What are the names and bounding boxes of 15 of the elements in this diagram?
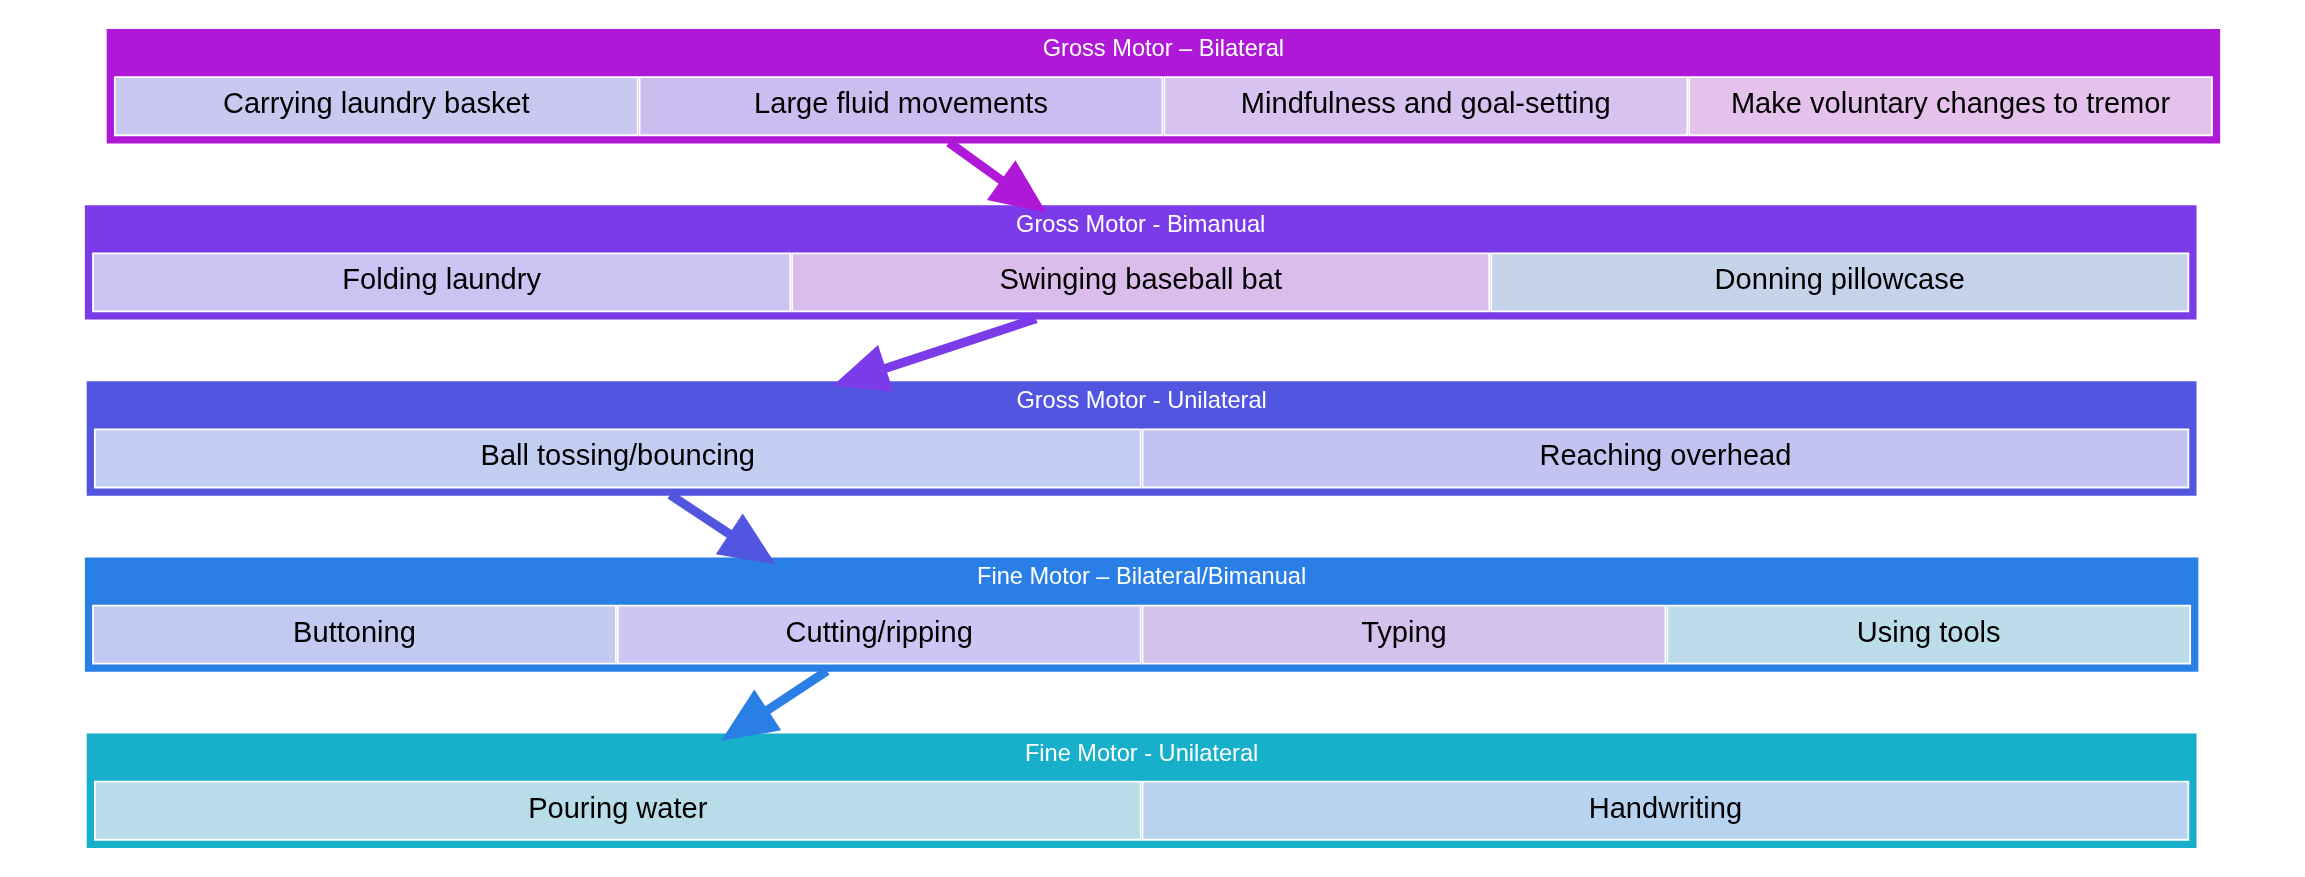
node-box: Typing [1141, 604, 1667, 665]
node-box: Handwriting [1141, 780, 2190, 841]
node-box: Buttoning [92, 604, 617, 665]
node-box: Large fluid movements [638, 76, 1164, 137]
node-box: Cutting/ripping [616, 604, 1142, 665]
node-box: Make voluntary changes to tremor [1688, 76, 2213, 137]
node-box: Swinging baseball bat [791, 252, 1491, 313]
node-box: Using tools [1666, 604, 2192, 665]
node-box: Ball tossing/bouncing [93, 428, 1142, 489]
node-box: Pouring water [93, 780, 1142, 841]
node-box: Reaching overhead [1141, 428, 2190, 489]
node-box: Donning pillowcase [1490, 252, 2190, 313]
node-box: Folding laundry [92, 252, 792, 313]
node-box: Mindfulness and goal-setting [1163, 76, 1689, 137]
node-box: Carrying laundry basket [113, 76, 639, 137]
